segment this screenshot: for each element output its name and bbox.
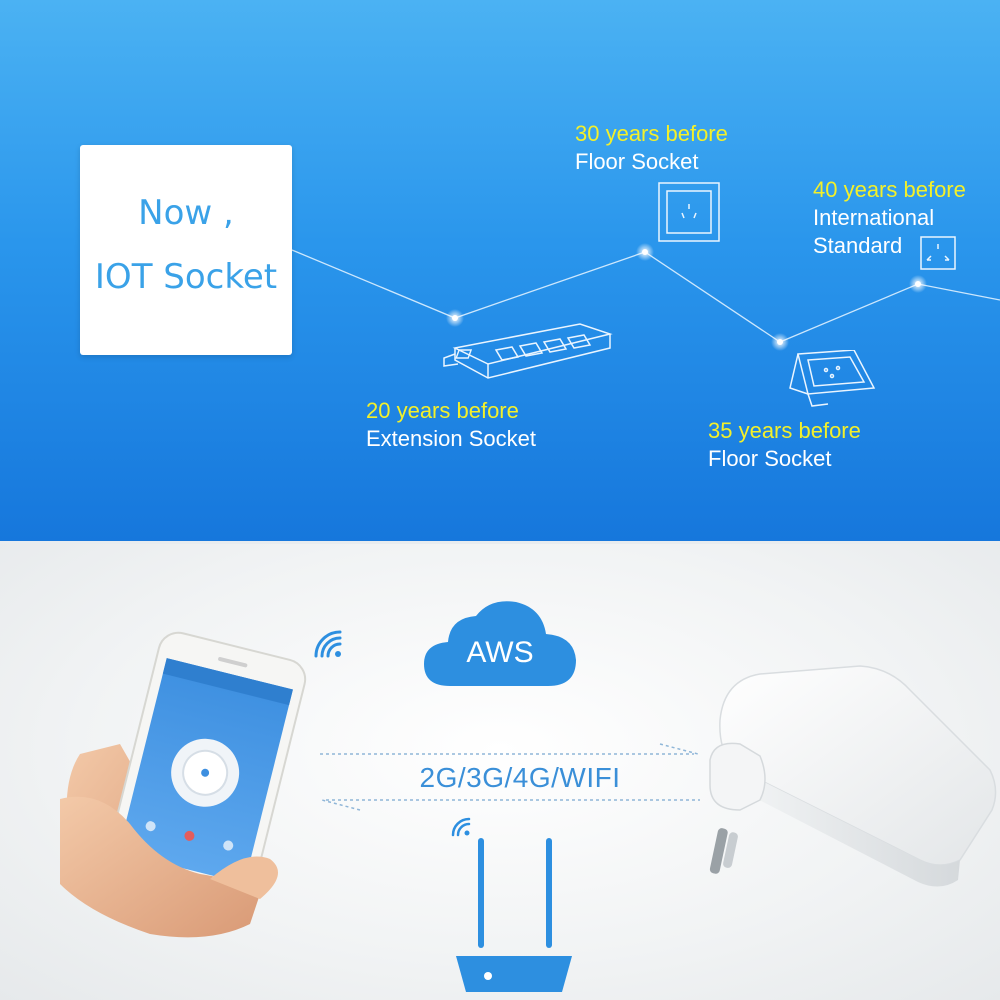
milestone-label: Extension Socket [366, 426, 536, 451]
international-socket-icon [920, 236, 956, 270]
milestone-20-years: 20 years before Extension Socket [366, 397, 536, 453]
milestone-40-years: 40 years before International Standard [813, 176, 966, 260]
milestone-35-years: 35 years before Floor Socket [708, 417, 861, 473]
milestone-30-years: 30 years before Floor Socket [575, 120, 728, 176]
router-wifi-icon [451, 817, 471, 837]
data-flow-arrows [320, 743, 700, 811]
milestone-label: Floor Socket [575, 149, 699, 174]
wall-socket-icon [658, 182, 720, 242]
milestone-years: 35 years before [708, 418, 861, 443]
milestone-label-line1: International [813, 205, 935, 230]
connectivity-diagram: AWS 2G/3G/4G/WIFI [0, 544, 1000, 1000]
timeline-line [291, 243, 1000, 351]
smart-plug-illustration [709, 665, 997, 887]
milestone-years: 20 years before [366, 398, 519, 423]
milestone-label: Floor Socket [708, 446, 832, 471]
aws-cloud-icon: AWS [424, 601, 576, 686]
section-divider [0, 541, 1000, 544]
network-label: 2G/3G/4G/WIFI [419, 762, 621, 793]
aws-label: AWS [466, 636, 533, 669]
milestone-years: 30 years before [575, 121, 728, 146]
extension-socket-icon [443, 323, 613, 379]
timeline-banner: Now , IOT Socket [0, 0, 1000, 541]
phone-app-illustration [60, 631, 307, 938]
iot-socket-text: IOT Socket [94, 257, 278, 297]
now-text: Now , [138, 193, 234, 233]
router-icon [456, 838, 572, 992]
floor-socket-icon [789, 350, 876, 407]
now-iot-card: Now , IOT Socket [80, 145, 292, 355]
milestone-label-line2: Standard [813, 233, 903, 258]
milestone-years: 40 years before [813, 177, 966, 202]
wifi-icon [314, 630, 342, 658]
